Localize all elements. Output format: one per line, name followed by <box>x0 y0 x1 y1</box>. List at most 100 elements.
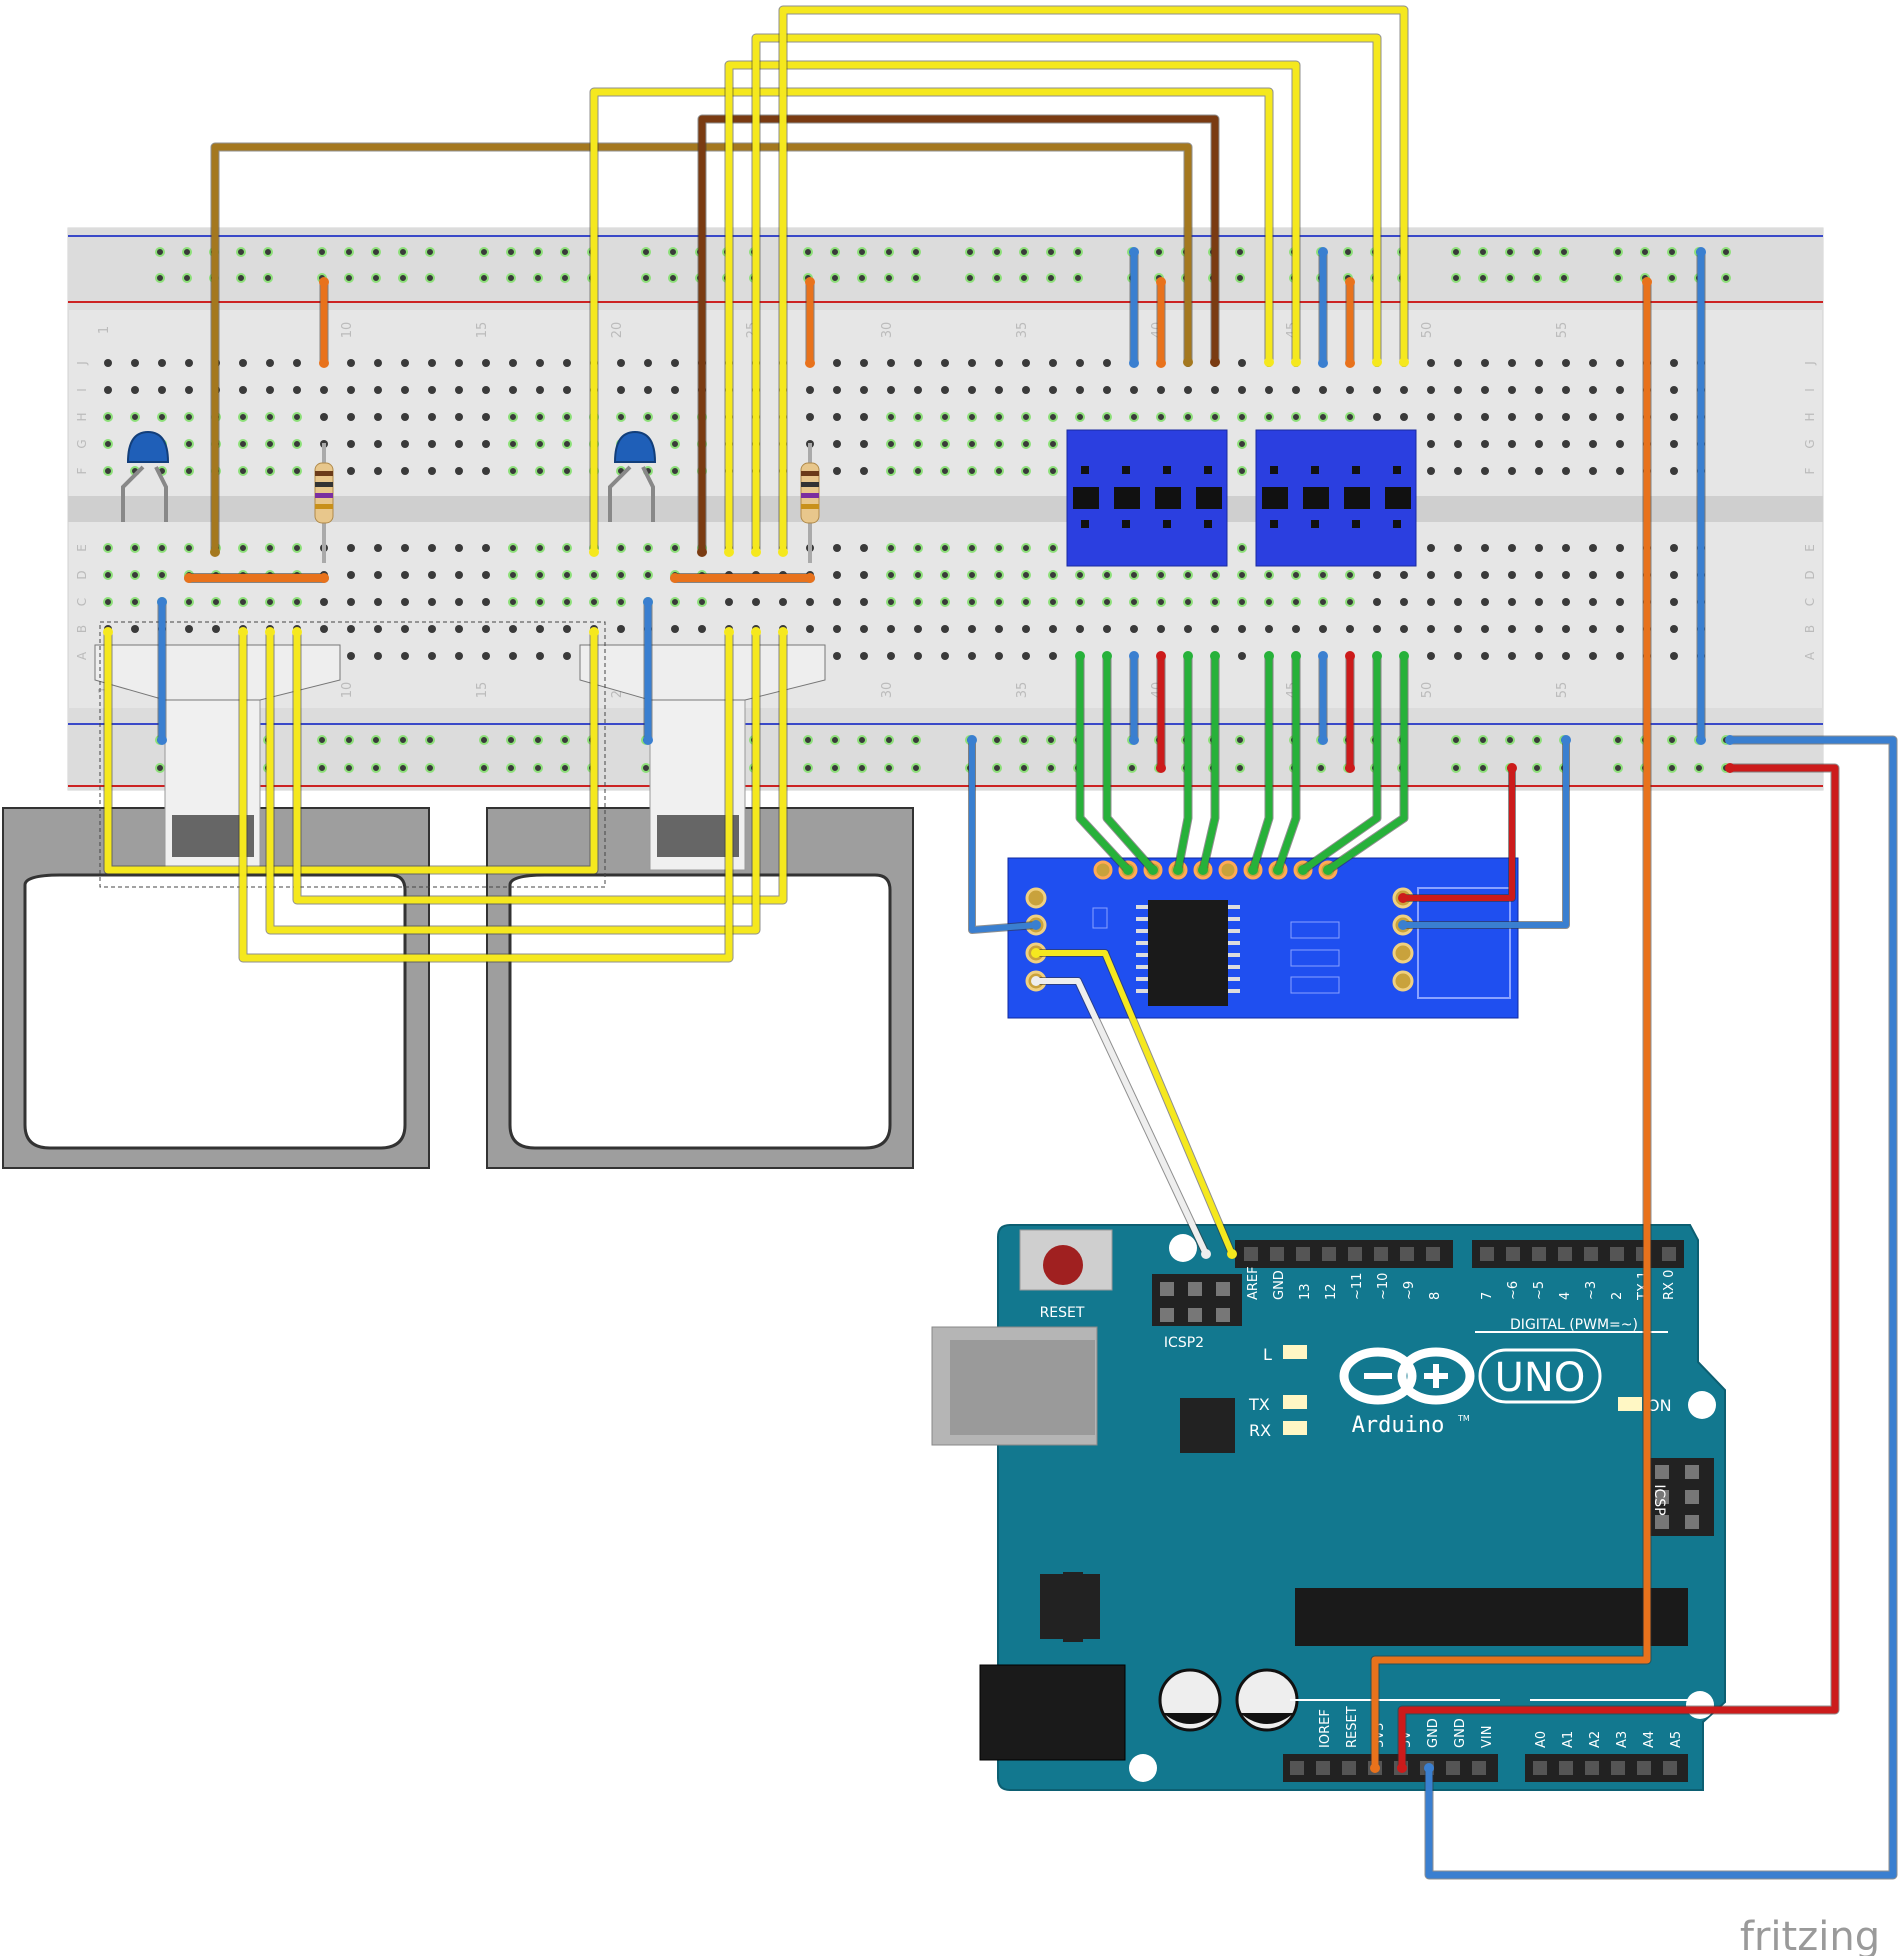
breadboard-hole[interactable] <box>428 386 436 394</box>
breadboard-hole[interactable] <box>994 543 1004 553</box>
breadboard-hole[interactable] <box>265 412 275 422</box>
breadboard-hole[interactable] <box>1562 571 1570 579</box>
wire[interactable] <box>1076 652 1132 874</box>
breadboard-hole[interactable] <box>1102 597 1112 607</box>
rail-hole[interactable] <box>506 247 516 257</box>
rail-hole[interactable] <box>560 763 570 773</box>
breadboard-hole[interactable] <box>1291 570 1301 580</box>
breadboard-hole[interactable] <box>265 597 275 607</box>
breadboard-hole[interactable] <box>886 412 896 422</box>
breadboard-hole[interactable] <box>1184 386 1192 394</box>
rail-hole[interactable] <box>1532 273 1542 283</box>
rail-hole[interactable] <box>1019 763 1029 773</box>
rail-hole[interactable] <box>1721 247 1731 257</box>
rail-hole[interactable] <box>1046 273 1056 283</box>
rail-hole[interactable] <box>1505 273 1515 283</box>
rail-hole[interactable] <box>1046 735 1056 745</box>
breadboard-hole[interactable] <box>1210 412 1220 422</box>
rail-hole[interactable] <box>1532 735 1542 745</box>
rail-hole[interactable] <box>857 735 867 745</box>
breadboard-hole[interactable] <box>374 440 382 448</box>
breadboard-hole[interactable] <box>1373 413 1381 421</box>
breadboard-hole[interactable] <box>184 439 194 449</box>
rail-hole[interactable] <box>1532 247 1542 257</box>
breadboard-hole[interactable] <box>562 597 572 607</box>
rail-hole[interactable] <box>506 735 516 745</box>
breadboard-hole[interactable] <box>265 466 275 476</box>
header-pin[interactable] <box>1426 1247 1440 1261</box>
wire[interactable] <box>1400 737 1569 928</box>
breadboard-hole[interactable] <box>1589 413 1597 421</box>
breadboard-hole[interactable] <box>1373 571 1381 579</box>
rail-hole[interactable] <box>425 763 435 773</box>
rail-hole[interactable] <box>1316 763 1326 773</box>
breadboard-hole[interactable] <box>292 439 302 449</box>
breadboard-hole[interactable] <box>1075 570 1085 580</box>
rail-hole[interactable] <box>884 247 894 257</box>
breadboard-hole[interactable] <box>428 598 436 606</box>
breadboard-hole[interactable] <box>1237 543 1247 553</box>
rail-hole[interactable] <box>1046 247 1056 257</box>
breadboard-hole[interactable] <box>157 412 167 422</box>
rail-hole[interactable] <box>1451 735 1461 745</box>
breadboard-hole[interactable] <box>1589 359 1597 367</box>
breadboard-hole[interactable] <box>589 570 599 580</box>
rail-hole[interactable] <box>830 247 840 257</box>
breadboard-hole[interactable] <box>509 625 517 633</box>
breadboard-hole[interactable] <box>1481 571 1489 579</box>
header-pin[interactable] <box>1348 1247 1362 1261</box>
breadboard-hole[interactable] <box>940 597 950 607</box>
breadboard-hole[interactable] <box>806 625 814 633</box>
rail-hole[interactable] <box>533 247 543 257</box>
rail-hole[interactable] <box>830 273 840 283</box>
rail-hole[interactable] <box>992 273 1002 283</box>
header-pin[interactable] <box>1532 1247 1546 1261</box>
rail-hole[interactable] <box>398 735 408 745</box>
breadboard-hole[interactable] <box>401 413 409 421</box>
header-pin[interactable] <box>1400 1247 1414 1261</box>
wire[interactable] <box>1398 764 1839 1772</box>
wire[interactable] <box>969 737 1039 933</box>
header-pin[interactable] <box>1446 1761 1460 1775</box>
breadboard-hole[interactable] <box>1670 359 1678 367</box>
breadboard-hole[interactable] <box>455 544 463 552</box>
rail-hole[interactable] <box>425 735 435 745</box>
breadboard-hole[interactable] <box>671 386 679 394</box>
breadboard-hole[interactable] <box>1616 625 1624 633</box>
breadboard-hole[interactable] <box>860 413 868 421</box>
rail-hole[interactable] <box>1235 247 1245 257</box>
rail-hole[interactable] <box>641 763 651 773</box>
breadboard-hole[interactable] <box>1237 412 1247 422</box>
breadboard-hole[interactable] <box>1508 359 1516 367</box>
rail-hole[interactable] <box>1721 273 1731 283</box>
breadboard-hole[interactable] <box>536 625 544 633</box>
breadboard-hole[interactable] <box>1454 413 1462 421</box>
module-pin[interactable] <box>1392 942 1414 964</box>
breadboard-hole[interactable] <box>401 386 409 394</box>
breadboard-hole[interactable] <box>1481 359 1489 367</box>
breadboard-hole[interactable] <box>509 359 517 367</box>
breadboard-hole[interactable] <box>1454 440 1462 448</box>
breadboard-hole[interactable] <box>1237 570 1247 580</box>
wire[interactable] <box>752 34 1381 556</box>
breadboard-hole[interactable] <box>967 466 977 476</box>
breadboard-hole[interactable] <box>1454 386 1462 394</box>
breadboard-hole[interactable] <box>374 652 382 660</box>
module-pad[interactable] <box>1218 860 1238 880</box>
rail-hole[interactable] <box>992 735 1002 745</box>
breadboard-hole[interactable] <box>1156 412 1166 422</box>
breadboard-hole[interactable] <box>1373 625 1381 633</box>
breadboard-hole[interactable] <box>833 440 841 448</box>
breadboard-hole[interactable] <box>1427 413 1435 421</box>
breadboard-hole[interactable] <box>1156 570 1166 580</box>
breadboard-hole[interactable] <box>1454 598 1462 606</box>
breadboard-hole[interactable] <box>292 466 302 476</box>
rail-hole[interactable] <box>371 247 381 257</box>
breadboard-hole[interactable] <box>347 598 355 606</box>
breadboard-hole[interactable] <box>1616 413 1624 421</box>
breadboard-hole[interactable] <box>1129 597 1139 607</box>
icsp2-pin[interactable] <box>1216 1282 1230 1296</box>
breadboard-hole[interactable] <box>670 597 680 607</box>
rail-hole[interactable] <box>263 273 273 283</box>
breadboard-hole[interactable] <box>913 412 923 422</box>
